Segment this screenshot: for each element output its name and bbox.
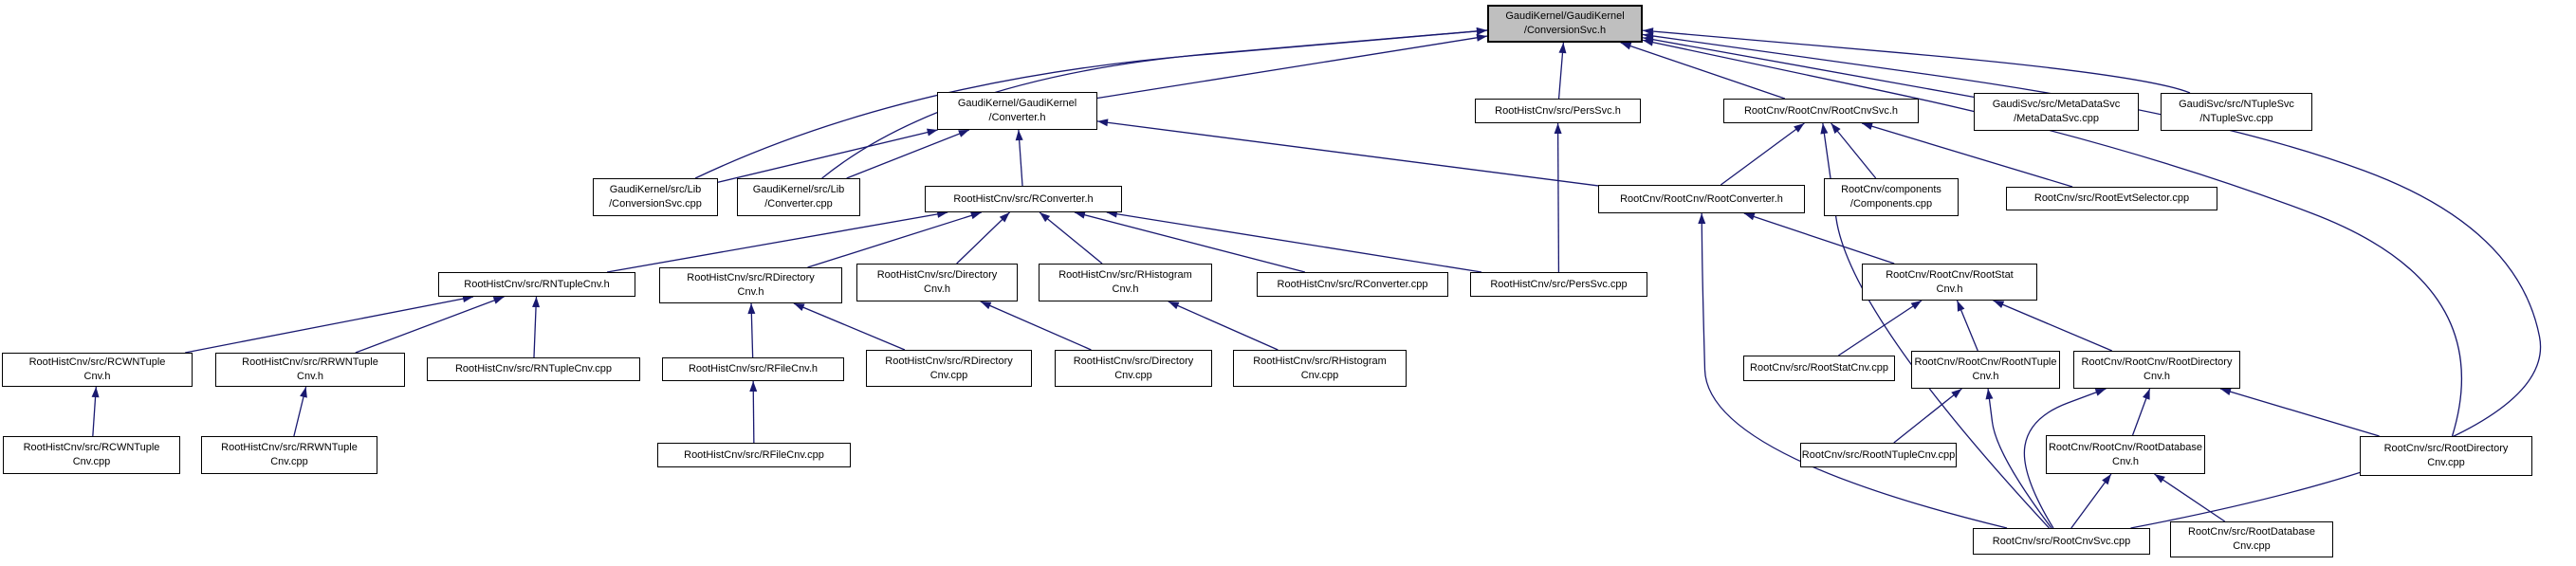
graph-node-conversionsvc_cpp[interactable]: GaudiKernel/src/Lib/ConversionSvc.cpp: [593, 178, 718, 216]
node-label-line: RootCnv/src/RootDirectory: [2383, 443, 2509, 454]
node-label-line: RootHistCnv/src/RRWNTuple: [221, 442, 358, 453]
node-label-line: Cnv.h: [924, 283, 950, 295]
node-label-line: RootHistCnv/src/RNTupleCnv.h: [464, 278, 610, 290]
node-label-line: RootHistCnv/src/Directory: [876, 269, 998, 281]
node-label-line: Cnv.h: [83, 371, 111, 382]
graph-node-rootstatcnv_cpp[interactable]: RootCnv/src/RootStatCnv.cpp: [1743, 356, 1895, 381]
node-label-line: RootHistCnv/src/RCWNTuple: [28, 356, 166, 368]
graph-node-rconverter_cpp[interactable]: RootHistCnv/src/RConverter.cpp: [1257, 272, 1448, 297]
node-label-line: RootHistCnv/src/RDirectory: [687, 272, 815, 283]
node-label-line: Cnv.cpp: [72, 456, 111, 467]
node-label-line: /Converter.cpp: [764, 198, 833, 210]
node-label-line: RootHistCnv/src/Directory: [1073, 355, 1194, 367]
node-label-line: GaudiKernel/GaudiKernel: [957, 98, 1077, 109]
node-label-line: RootHistCnv/src/RConverter.cpp: [1277, 278, 1428, 290]
node-label-line: Cnv.h: [2144, 371, 2170, 382]
node-label-line: GaudiKernel/src/Lib: [609, 184, 702, 195]
node-label-line: GaudiSvc/src/MetaDataSvc: [1992, 99, 2121, 110]
graph-node-rootconverter_h[interactable]: RootCnv/RootCnv/RootConverter.h: [1598, 185, 1805, 213]
node-label-line: RootCnv/src/RootStatCnv.cpp: [1750, 362, 1888, 374]
node-label-line: RootCnv/RootCnv/RootCnvSvc.h: [1743, 104, 1898, 117]
node-label-line: RootCnv/src/RootDatabase: [2188, 526, 2315, 538]
node-label-line: RootHistCnv/src/RDirectory: [885, 355, 1013, 367]
node-label-line: Cnv.h: [2112, 455, 2139, 467]
node-label-line: RootCnv/RootCnv/RootConverter.h: [1620, 192, 1783, 205]
graph-node-rootcnvsvc_h[interactable]: RootCnv/RootCnv/RootCnvSvc.h: [1723, 99, 1919, 123]
node-label-line: RootCnv/src/RootCnvSvc.cpp: [1992, 535, 2131, 547]
node-label-line: Cnv.h: [1936, 283, 1963, 295]
graph-node-perssvc_cpp[interactable]: RootHistCnv/src/PersSvc.cpp: [1470, 272, 1647, 297]
node-label-line: RootHistCnv/src/RConverter.h: [953, 192, 1094, 205]
graph-node-rntuplecnv_h[interactable]: RootHistCnv/src/RNTupleCnv.h: [438, 272, 635, 297]
node-label-line: RootCnv/RootCnv/RootStat: [1886, 268, 2014, 281]
node-label-line: GaudiSvc/src/NTupleSvc: [2179, 99, 2294, 110]
node-label-line: RootCnv/src/RootNTupleCnv.cpp: [1801, 448, 1956, 461]
graph-node-rootevtselector_cpp[interactable]: RootCnv/src/RootEvtSelector.cpp: [2006, 187, 2217, 210]
node-label-line: /Converter.h: [988, 112, 1046, 123]
node-label-line: /ConversionSvc.cpp: [609, 198, 702, 210]
node-label-line: Cnv.h: [1972, 371, 1999, 382]
node-label-line: Cnv.h: [297, 371, 323, 382]
node-label-line: /ConversionSvc.h: [1523, 25, 1607, 36]
node-label-line: Cnv.cpp: [270, 456, 308, 467]
node-label-line: RootCnv/RootCnv/RootDirectory: [2081, 356, 2233, 368]
node-label-line: /MetaDataSvc.cpp: [2014, 113, 2099, 124]
node-label-line: RootCnv/src/RootEvtSelector.cpp: [2033, 192, 2190, 204]
graph-node-metadatasvc_cpp[interactable]: GaudiSvc/src/MetaDataSvc/MetaDataSvc.cpp: [1974, 93, 2139, 131]
node-label-line: RootHistCnv/src/RFileCnv.h: [688, 363, 819, 374]
node-label-line: RootCnv/components: [1841, 184, 1941, 195]
graph-node-ntuplesvc_cpp[interactable]: GaudiSvc/src/NTupleSvc/NTupleSvc.cpp: [2161, 93, 2312, 131]
node-label-line: RootHistCnv/src/PersSvc.h: [1495, 104, 1621, 117]
node-label-line: RootHistCnv/src/RNTupleCnv.cpp: [454, 363, 613, 374]
graph-node-rconverter_h[interactable]: RootHistCnv/src/RConverter.h: [925, 186, 1122, 212]
node-label-line: RootHistCnv/src/RRWNTuple: [242, 356, 378, 368]
node-label-line: /Components.cpp: [1849, 198, 1933, 210]
node-label-line: RootHistCnv/src/RHistogram: [1253, 355, 1387, 367]
graph-node-rootcnvsvc_cpp[interactable]: RootCnv/src/RootCnvSvc.cpp: [1973, 528, 2150, 555]
node-label-line: RootHistCnv/src/RHistogram: [1058, 269, 1192, 281]
graph-node-conversionsvc_h: GaudiKernel/GaudiKernel/ConversionSvc.h: [1487, 5, 1643, 43]
node-label-line: Cnv.h: [1112, 283, 1139, 295]
node-label-line: /NTupleSvc.cpp: [2199, 113, 2273, 124]
node-label-line: RootCnv/RootCnv/RootDatabase: [2048, 441, 2203, 453]
graph-node-rootntuplecnv_cpp[interactable]: RootCnv/src/RootNTupleCnv.cpp: [1800, 443, 1957, 467]
node-label-line: GaudiKernel/GaudiKernel: [1505, 10, 1625, 22]
node-label-line: RootCnv/RootCnv/RootNTuple: [1914, 356, 2057, 368]
node-label-line: RootHistCnv/src/RCWNTuple: [23, 442, 160, 453]
graph-node-converter_h[interactable]: GaudiKernel/GaudiKernel/Converter.h: [937, 92, 1097, 130]
graph-node-components_cpp[interactable]: RootCnv/components/Components.cpp: [1824, 178, 1959, 216]
node-label-line: Cnv.cpp: [929, 369, 968, 381]
node-label-line: Cnv.h: [737, 286, 764, 298]
graph-node-rntuplecnv_cpp[interactable]: RootHistCnv/src/RNTupleCnv.cpp: [427, 357, 640, 381]
node-label-line: Cnv.cpp: [2233, 540, 2271, 552]
graph-node-converter_cpp[interactable]: GaudiKernel/src/Lib/Converter.cpp: [737, 178, 860, 216]
node-label-line: RootHistCnv/src/PersSvc.cpp: [1490, 278, 1628, 290]
node-label-line: RootHistCnv/src/RFileCnv.cpp: [684, 448, 824, 461]
node-label-line: Cnv.cpp: [2427, 457, 2465, 468]
graph-node-rfilecnv_h[interactable]: RootHistCnv/src/RFileCnv.h: [662, 357, 844, 381]
graph-node-perssvc_h[interactable]: RootHistCnv/src/PersSvc.h: [1475, 99, 1641, 123]
node-label-line: Cnv.cpp: [1300, 369, 1339, 381]
graph-node-rfilecnv_cpp[interactable]: RootHistCnv/src/RFileCnv.cpp: [657, 443, 851, 467]
node-label-line: GaudiKernel/src/Lib: [752, 184, 845, 195]
node-label-line: Cnv.cpp: [1114, 369, 1152, 381]
